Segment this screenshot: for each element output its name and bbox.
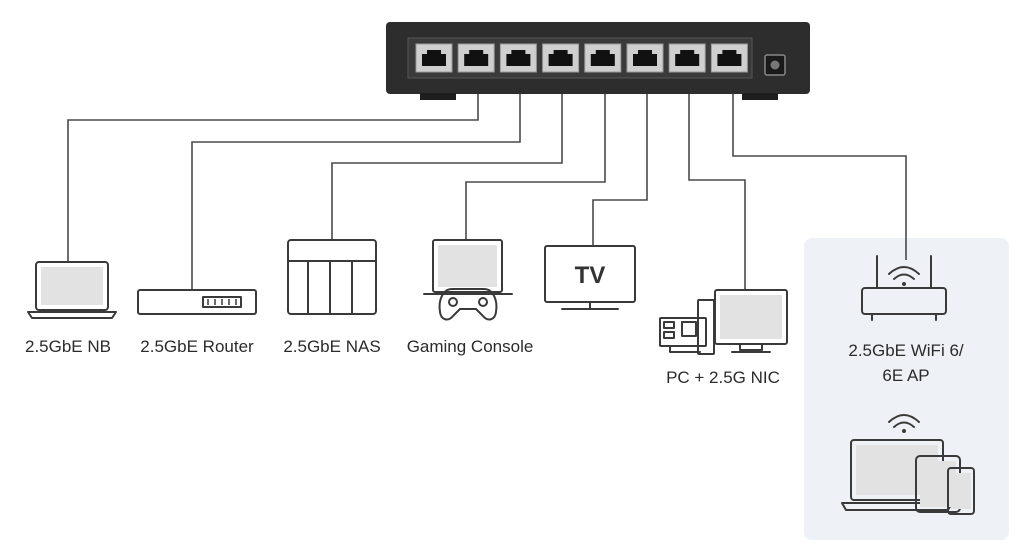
switch-port-socket [717, 50, 742, 66]
cables [67, 66, 907, 290]
ap-panel [804, 238, 1009, 540]
cable-nas [331, 66, 563, 240]
label-nb: 2.5GbE NB [25, 337, 111, 356]
wireless-clients-icon [841, 414, 975, 515]
router-icon [137, 289, 257, 315]
cable-nb [67, 66, 479, 262]
nas-icon [287, 239, 377, 315]
switch-port-socket [422, 50, 446, 66]
label-router: 2.5GbE Router [140, 337, 254, 356]
switch-port-socket [590, 50, 615, 66]
switch-foot-right [742, 93, 778, 100]
tv-icon: TV [544, 245, 636, 310]
switch-port-socket [464, 50, 489, 66]
wifi-ap-icon [861, 255, 947, 321]
switch-port-socket [506, 50, 531, 66]
cable-console [465, 66, 606, 240]
cable-ap [732, 66, 907, 260]
cable-pc [688, 66, 746, 290]
switch-port-socket [633, 50, 657, 66]
tv-screen-text: TV [575, 262, 606, 289]
power-jack-pin [770, 60, 780, 70]
label-nas: 2.5GbE NAS [283, 337, 380, 356]
laptop-icon [27, 261, 117, 319]
gamepad-monitor-icon [423, 239, 513, 321]
label-ap-line2: 6E AP [882, 366, 929, 385]
switch-ports [415, 43, 748, 73]
label-pc: PC + 2.5G NIC [666, 368, 780, 387]
cable-tv [592, 66, 648, 246]
label-ap-line1: 2.5GbE WiFi 6/ [848, 341, 964, 360]
switch-port-socket [548, 50, 573, 66]
label-console: Gaming Console [407, 337, 534, 356]
cable-router [191, 66, 521, 290]
switch-port-socket [675, 50, 700, 66]
switch [386, 22, 810, 100]
pc-nic-icon [659, 289, 788, 355]
switch-foot-left [420, 93, 456, 100]
